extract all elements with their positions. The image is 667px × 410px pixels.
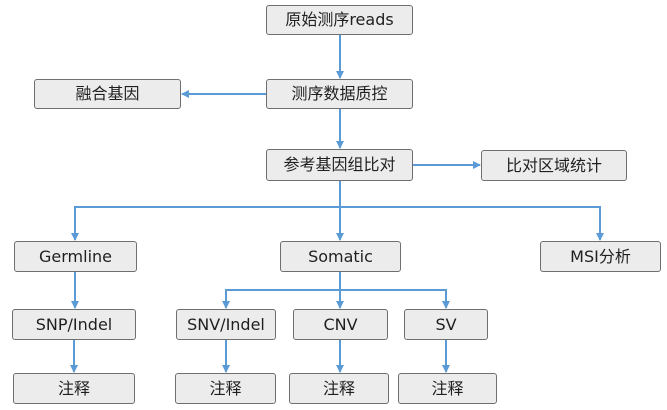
node-raw-reads: 原始测序reads [266,5,413,35]
edge-alignment-to-germline [71,181,341,241]
node-annotation-cnv: 注释 [289,373,389,404]
node-fusion-genes: 融合基因 [34,79,181,109]
node-sv: SV [404,309,488,340]
node-cnv: CNV [293,309,388,340]
node-somatic: Somatic [280,241,401,272]
node-reference-alignment: 参考基因组比对 [266,149,413,181]
edge-somatic-to-somatic-snv-indel [222,272,341,309]
node-germline-snp-indel: SNP/Indel [12,309,136,340]
node-alignment-region-stats: 比对区域统计 [481,150,627,181]
edge-somatic-to-sv [340,289,450,309]
node-msi-analysis: MSI分析 [540,241,661,272]
node-sequencing-qc: 测序数据质控 [266,79,413,109]
node-annotation-germline: 注释 [13,373,135,404]
edge-alignment-to-msi [340,206,604,241]
node-somatic-snv-indel: SNV/Indel [176,309,276,340]
node-annotation-sv: 注释 [398,373,497,404]
node-germline: Germline [14,241,137,272]
node-annotation-snv-indel: 注释 [175,373,276,404]
